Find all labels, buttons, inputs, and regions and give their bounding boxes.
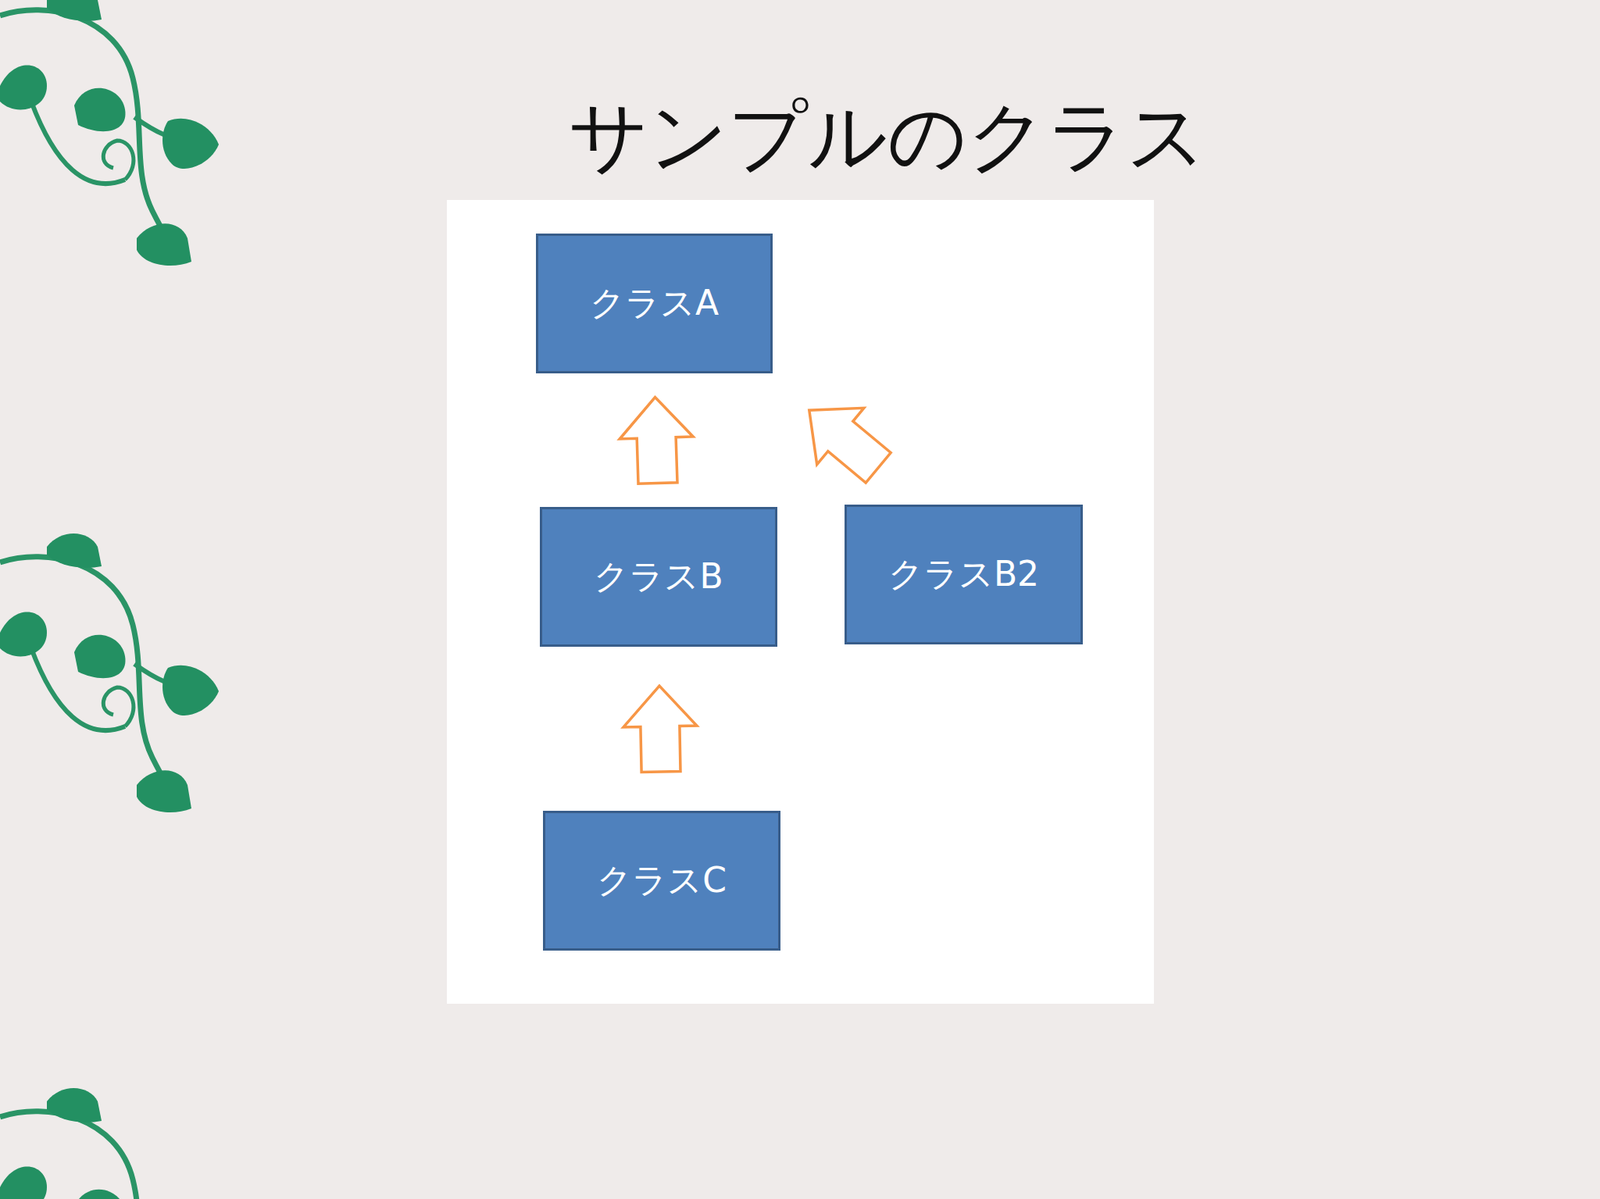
vine-decoration xyxy=(0,0,235,1199)
class-name: クラスB xyxy=(593,553,723,600)
class-name: クラスB2 xyxy=(888,551,1040,598)
inheritance-arrow xyxy=(623,685,697,773)
class-box: クラスB xyxy=(539,507,778,647)
slide-title: サンプルのクラス xyxy=(0,93,1600,180)
class-box: クラスA xyxy=(535,233,773,374)
class-name: クラスC xyxy=(596,857,727,904)
inheritance-arrow xyxy=(809,407,891,483)
class-name: クラスA xyxy=(589,280,719,327)
class-box: クラスC xyxy=(542,810,781,951)
class-box: クラスB2 xyxy=(844,504,1083,645)
inheritance-arrow xyxy=(619,397,693,485)
